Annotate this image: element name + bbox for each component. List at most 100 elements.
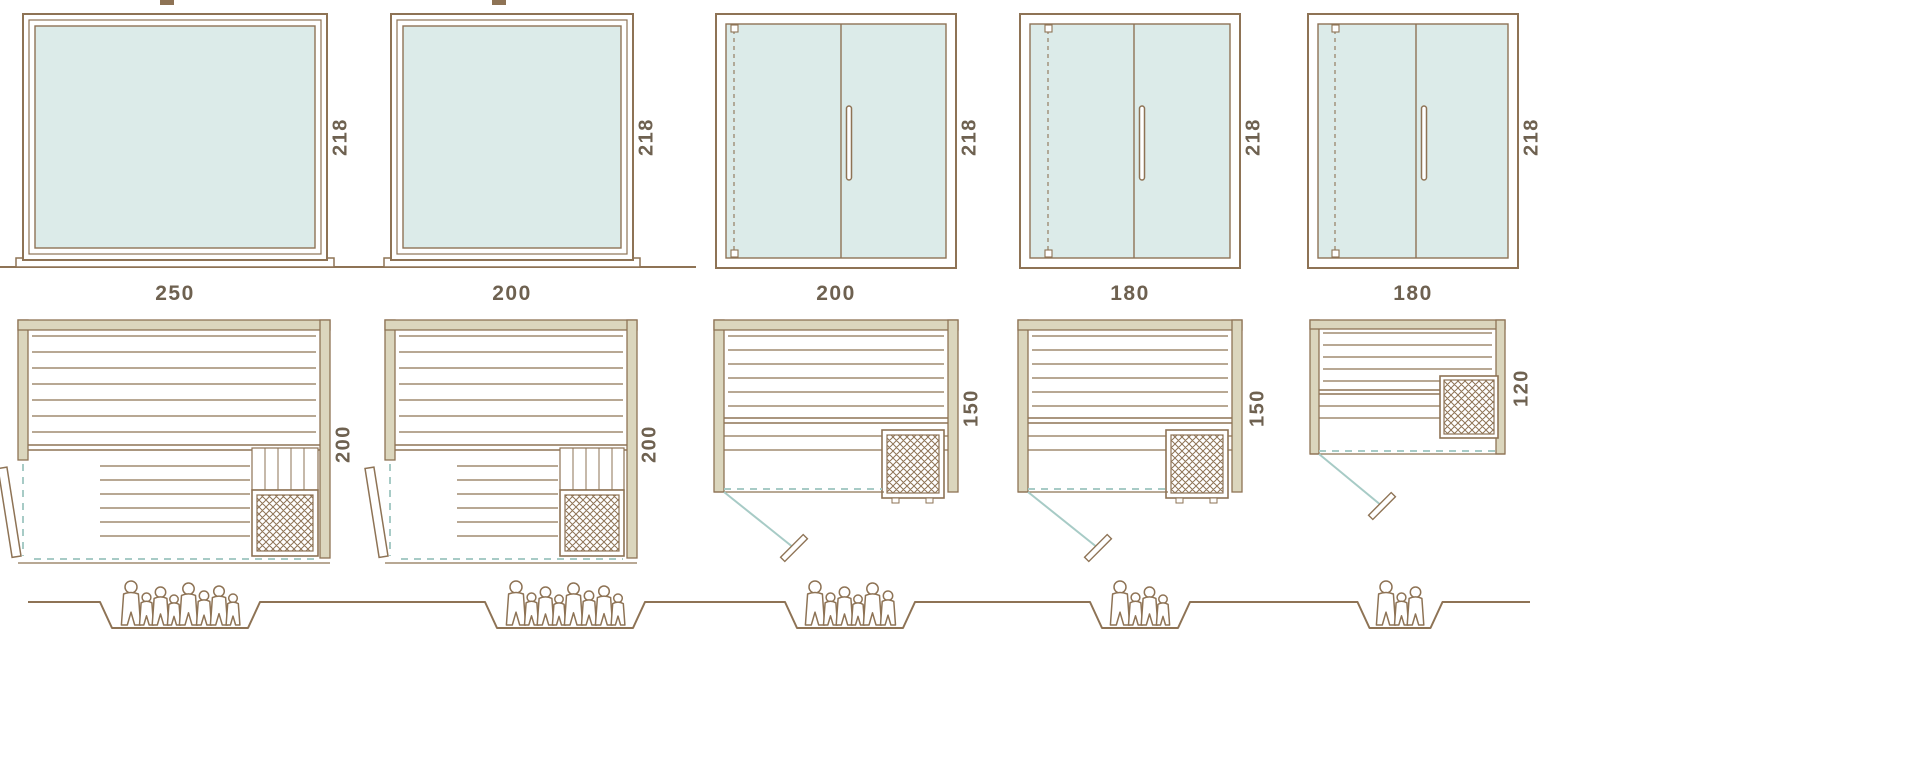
front-elevation: 218 xyxy=(1019,13,1264,269)
bench-slats-upper xyxy=(28,335,320,451)
open-door-leaf xyxy=(364,466,389,559)
person-icon xyxy=(1127,592,1144,626)
heater-grid-icon xyxy=(559,489,625,557)
wall-top xyxy=(17,319,331,331)
crop-mark xyxy=(160,0,174,5)
door-swing-icon xyxy=(723,491,795,549)
depth-dimension: 200 xyxy=(638,425,660,463)
depth-dimension: 200 xyxy=(332,425,354,463)
wall-top xyxy=(384,319,638,331)
person-icon xyxy=(609,593,626,626)
front-elevation: 218 xyxy=(383,13,657,268)
capacity-people-group xyxy=(499,572,631,626)
width-dimension: 200 xyxy=(492,282,532,305)
wall-top xyxy=(713,319,959,331)
person-icon xyxy=(551,594,566,626)
hinge-mark-bottom xyxy=(1331,249,1340,258)
hinge-mark-bottom xyxy=(730,249,739,258)
floor-plan: 120 xyxy=(1309,319,1532,521)
door-handle xyxy=(1420,105,1428,181)
front-elevation: 218 xyxy=(715,13,980,269)
person-icon xyxy=(1406,586,1425,626)
bench-slats-lower xyxy=(100,465,250,537)
person-icon xyxy=(224,593,241,626)
person-icon xyxy=(834,586,854,626)
door-leaf xyxy=(1083,533,1113,563)
width-dimension: 180 xyxy=(1110,282,1150,305)
floor-plan: 200 xyxy=(0,319,354,564)
heater-grid-icon xyxy=(1165,429,1229,504)
capacity-people-group xyxy=(1372,572,1429,626)
floor-plan: 150 xyxy=(1017,319,1268,563)
person-icon xyxy=(209,585,228,626)
crop-mark xyxy=(492,0,506,5)
person-icon xyxy=(804,580,825,626)
glass-panel xyxy=(725,23,947,259)
glass-panel xyxy=(1317,23,1509,259)
height-dimension: 218 xyxy=(1242,118,1264,156)
window-frame-inner xyxy=(28,19,322,255)
person-icon xyxy=(1140,586,1159,626)
width-dimension: 180 xyxy=(1393,282,1433,305)
backrest-slats xyxy=(251,447,319,491)
hinge-mark-top xyxy=(1044,24,1053,33)
door-handle xyxy=(845,105,853,181)
person-icon xyxy=(850,594,865,626)
glass-panel xyxy=(402,25,622,249)
person-icon xyxy=(535,586,555,626)
wall-left xyxy=(1017,319,1029,493)
capacity-people-group xyxy=(114,572,246,626)
person-icon xyxy=(580,590,597,626)
person-icon xyxy=(822,592,838,626)
person-icon xyxy=(178,582,198,626)
person-icon xyxy=(1109,580,1131,626)
person-icon xyxy=(563,582,583,626)
wall-right xyxy=(1231,319,1243,493)
door-swing-icon xyxy=(1318,453,1383,507)
elevation-floor-line xyxy=(0,266,696,268)
backrest-slats xyxy=(559,447,625,491)
front-elevation: 218 xyxy=(15,13,351,268)
door-swing-icon xyxy=(1027,491,1099,549)
person-icon xyxy=(150,586,170,626)
heater-grid-icon xyxy=(881,429,945,504)
glass-panel xyxy=(34,25,316,249)
height-dimension: 218 xyxy=(958,118,980,156)
person-icon xyxy=(594,585,613,626)
floor-plan: 200 xyxy=(364,319,660,564)
height-dimension: 218 xyxy=(635,118,657,156)
person-icon xyxy=(1375,580,1397,626)
window-frame-inner xyxy=(396,19,628,255)
person-icon xyxy=(862,582,882,626)
heater-grid-icon xyxy=(251,489,319,557)
wall-right xyxy=(947,319,959,493)
person-icon xyxy=(523,592,539,626)
person-icon xyxy=(505,580,526,626)
wall-top xyxy=(1017,319,1243,331)
hinge-mark-top xyxy=(730,24,739,33)
capacity-people-group xyxy=(799,572,901,626)
capacity-people-group xyxy=(1104,572,1176,626)
height-dimension: 218 xyxy=(329,118,351,156)
door-handle xyxy=(1138,105,1146,181)
door-leaf xyxy=(1367,491,1397,521)
person-icon xyxy=(195,590,212,626)
front-elevation: 218 xyxy=(1307,13,1542,269)
depth-dimension: 150 xyxy=(1246,389,1268,427)
hinge-mark-top xyxy=(1331,24,1340,33)
wall-right xyxy=(626,319,638,559)
person-icon xyxy=(138,592,154,626)
floor-plan: 150 xyxy=(713,319,982,563)
height-dimension: 218 xyxy=(1520,118,1542,156)
wall-left xyxy=(1309,319,1320,455)
width-dimension: 200 xyxy=(816,282,856,305)
person-icon xyxy=(120,580,141,626)
depth-dimension: 120 xyxy=(1510,369,1532,407)
wall-right xyxy=(319,319,331,559)
heater-grid-icon xyxy=(1439,375,1499,439)
person-icon xyxy=(1393,592,1410,626)
bench-slats-upper xyxy=(395,335,627,451)
wall-left xyxy=(384,319,396,461)
person-icon xyxy=(879,590,896,626)
